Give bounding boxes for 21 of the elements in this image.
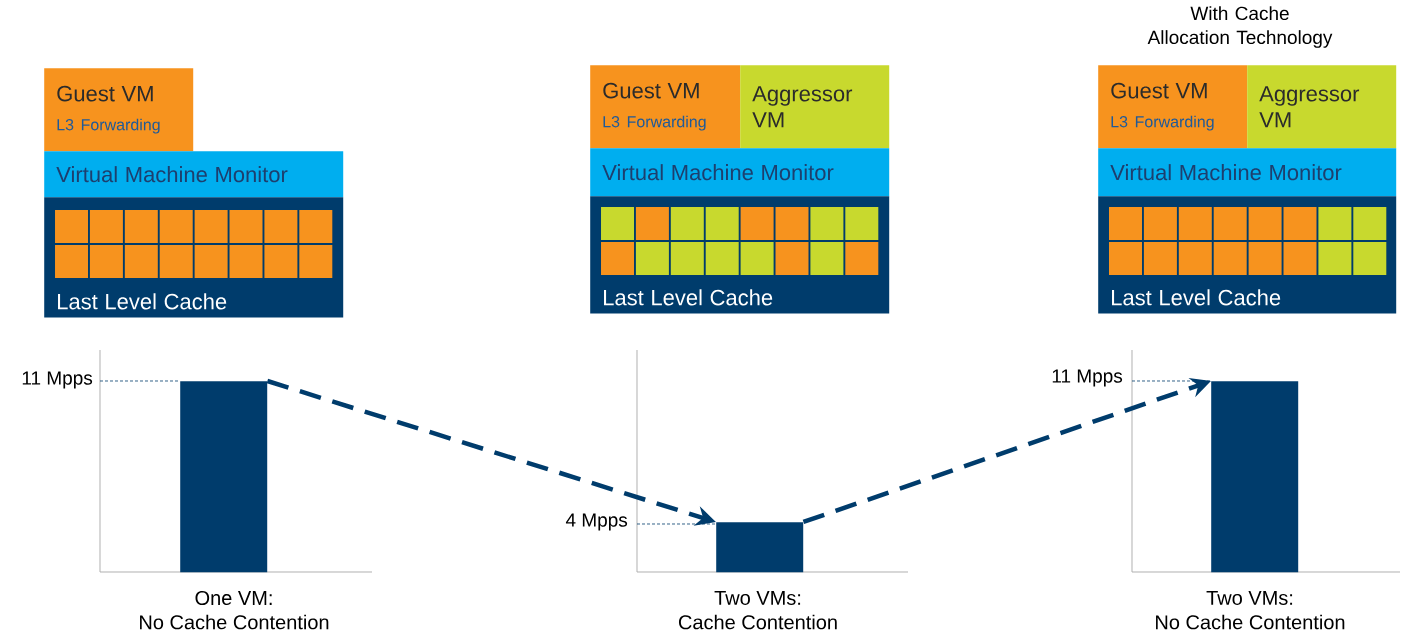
value-label: 11 Mpps	[22, 371, 93, 389]
vm-box: Guest VM L3 Forwarding	[590, 65, 741, 149]
value-label: 4 Mpps	[565, 513, 628, 531]
monitor-layer: Virtual Machine Monitor	[1098, 148, 1397, 197]
vm-box: Aggressor VM	[740, 65, 890, 149]
chart-caption: No Cache Contention	[1156, 614, 1345, 630]
monitor-layer: Virtual Machine Monitor	[44, 151, 344, 198]
monitor-layer: Virtual Machine Monitor	[590, 148, 890, 197]
value-label: 11 Mpps	[1052, 369, 1123, 387]
heading-text: With Cache Allocation Technology	[1147, 6, 1333, 48]
bar	[180, 381, 268, 573]
bar	[716, 522, 804, 573]
bar	[1211, 381, 1299, 573]
vm-box: Guest VM L3 Forwarding	[1098, 65, 1248, 149]
chart-caption: No Cache Contention	[140, 614, 329, 630]
vm-box: Aggressor VM	[1247, 65, 1397, 149]
chart-caption: Two VMs:	[714, 591, 801, 605]
vm-box: Guest VM L3 Forwarding	[44, 68, 194, 152]
chart-caption: Two VMs:	[1206, 591, 1293, 605]
chart-caption: Cache Contention	[678, 614, 837, 630]
chart-caption: One VM:	[195, 590, 272, 606]
